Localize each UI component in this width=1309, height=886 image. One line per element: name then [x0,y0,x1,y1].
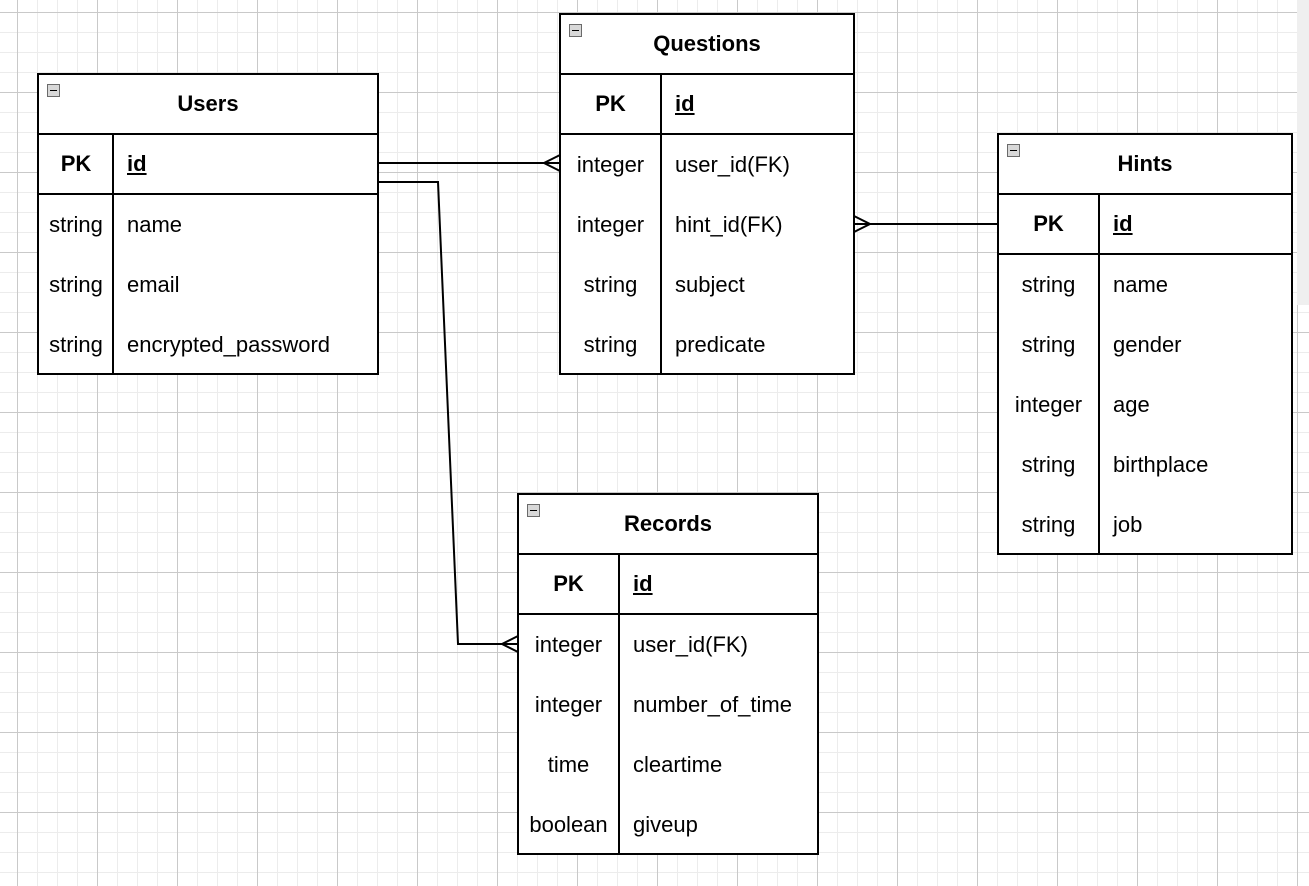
users-field-row[interactable]: string encrypted_password [39,315,377,375]
connector-users-records[interactable] [378,181,519,653]
field-name: encrypted_password [127,332,331,357]
field-name: user_id(FK) [675,152,790,177]
pk-field-name: id [1113,211,1133,236]
column-divider [618,555,620,853]
pk-field-name: id [633,571,653,596]
pk-label: PK [553,571,584,596]
column-divider [1098,195,1100,553]
pk-field-name: id [127,151,147,176]
field-type: integer [534,692,603,717]
field-type: string [49,332,103,357]
field-name: giveup [633,812,698,837]
field-type: string [1021,272,1076,297]
questions-field-row[interactable]: integer hint_id(FK) [561,195,853,255]
field-name: email [127,272,180,297]
pk-field-name: id [675,91,695,116]
hints-field-row[interactable]: string job [999,495,1291,555]
field-type: string [583,332,638,357]
collapse-icon[interactable] [527,504,540,517]
field-name: subject [675,272,745,297]
users-table-title: Users [177,91,239,116]
hints-field-row[interactable]: integer age [999,375,1291,435]
field-name: hint_id(FK) [675,212,783,237]
users-table-header[interactable]: Users [39,75,377,135]
pk-label: PK [595,91,626,116]
records-table-header[interactable]: Records [519,495,817,555]
questions-table[interactable]: Questions PK id integer user_id(FK) inte… [559,13,855,375]
field-type: string [583,272,638,297]
field-name: name [127,212,183,237]
connector-users-questions[interactable] [378,154,561,172]
field-name: job [1113,512,1143,537]
field-name: cleartime [633,752,723,777]
field-name: gender [1113,332,1182,357]
hints-field-row[interactable]: string name [999,255,1291,315]
field-name: birthplace [1113,452,1209,477]
collapse-icon[interactable] [47,84,60,97]
field-name: number_of_time [633,692,792,717]
field-name: name [1113,272,1169,297]
hints-pk-row[interactable]: PK id [999,195,1291,255]
records-field-row[interactable]: integer user_id(FK) [519,615,817,675]
hints-field-row[interactable]: string gender [999,315,1291,375]
records-table-title: Records [623,511,713,536]
collapse-icon[interactable] [569,24,582,37]
records-field-row[interactable]: integer number_of_time [519,675,817,735]
canvas-scrollbar-edge [1297,0,1309,305]
questions-field-row[interactable]: integer user_id(FK) [561,135,853,195]
users-table[interactable]: Users PK id string name string email str… [37,73,379,375]
field-type: string [1021,332,1076,357]
users-field-row[interactable]: string email [39,255,377,315]
field-type: integer [576,212,645,237]
field-name: age [1113,392,1150,417]
pk-label: PK [60,151,92,176]
field-type: string [49,212,103,237]
questions-table-header[interactable]: Questions [561,15,853,75]
field-type: string [49,272,103,297]
column-divider [660,75,662,373]
hints-table-header[interactable]: Hints [999,135,1291,195]
field-type: string [1021,512,1076,537]
connector-hints-questions[interactable] [853,215,998,233]
field-type: integer [534,632,603,657]
hints-table[interactable]: Hints PK id string name string gender in… [997,133,1293,555]
users-field-row[interactable]: string name [39,195,377,255]
field-name: predicate [675,332,766,357]
field-name: user_id(FK) [633,632,748,657]
field-type: time [547,752,590,777]
hints-table-title: Hints [1117,151,1173,176]
field-type: integer [576,152,645,177]
questions-field-row[interactable]: string predicate [561,315,853,375]
pk-label: PK [1033,211,1064,236]
users-pk-row[interactable]: PK id [39,135,377,195]
questions-field-row[interactable]: string subject [561,255,853,315]
field-type: boolean [529,812,608,837]
questions-pk-row[interactable]: PK id [561,75,853,135]
field-type: integer [1014,392,1083,417]
records-field-row[interactable]: boolean giveup [519,795,817,855]
field-type: string [1021,452,1076,477]
records-table[interactable]: Records PK id integer user_id(FK) intege… [517,493,819,855]
questions-table-title: Questions [653,31,761,56]
records-field-row[interactable]: time cleartime [519,735,817,795]
collapse-icon[interactable] [1007,144,1020,157]
hints-field-row[interactable]: string birthplace [999,435,1291,495]
records-pk-row[interactable]: PK id [519,555,817,615]
column-divider [112,135,114,373]
